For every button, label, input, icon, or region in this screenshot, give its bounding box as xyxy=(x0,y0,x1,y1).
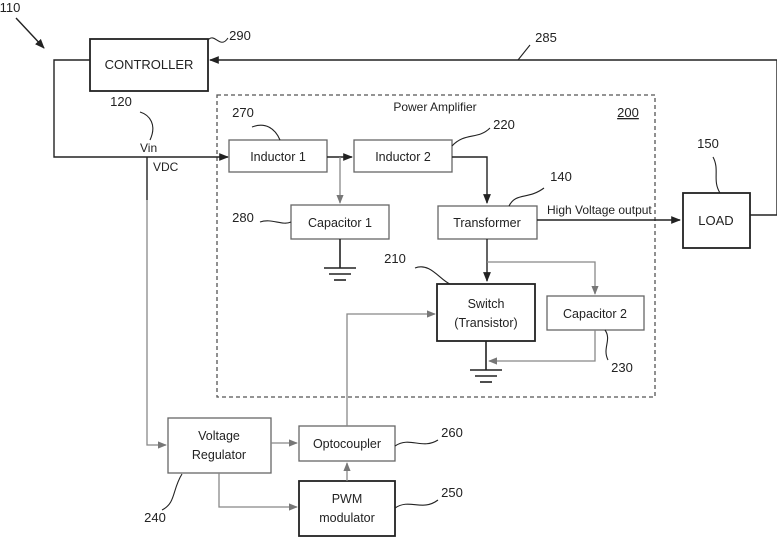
ref-285: 285 xyxy=(535,30,557,45)
voltage-regulator-label-line1: Voltage xyxy=(198,429,240,443)
optocoupler-label: Optocoupler xyxy=(313,437,381,451)
ref-285-leader xyxy=(517,44,531,61)
inductor1-label: Inductor 1 xyxy=(250,150,306,164)
ground-2-icon xyxy=(470,341,502,383)
power-amplifier-label: Power Amplifier xyxy=(393,100,476,114)
high-voltage-output-label: High Voltage output xyxy=(547,203,652,217)
ref-110-arrow xyxy=(15,17,45,49)
transformer-block xyxy=(437,205,538,240)
ref-150-leader xyxy=(712,156,721,194)
ref-280: 280 xyxy=(232,210,254,225)
ref-270: 270 xyxy=(232,105,254,120)
capacitor2-label: Capacitor 2 xyxy=(563,307,627,321)
voltage-regulator-label-line2: Regulator xyxy=(192,448,246,462)
ref-210: 210 xyxy=(384,251,406,266)
ref-290-leader xyxy=(207,37,229,43)
capacitor2-block xyxy=(546,295,645,331)
ref-120-leader xyxy=(139,111,154,141)
ref-250: 250 xyxy=(441,485,463,500)
feedback-line xyxy=(209,56,777,216)
transformer-label: Transformer xyxy=(453,216,521,230)
switch-label-line1: Switch xyxy=(468,297,505,311)
transformer-to-capacitor2-wire xyxy=(487,261,599,295)
voltage-regulator-block xyxy=(167,417,272,474)
controller-label: CONTROLLER xyxy=(105,57,194,72)
pwm-modulator-label-line2: modulator xyxy=(319,511,375,525)
inductor1-block xyxy=(228,139,328,173)
controller-to-vin-wire xyxy=(53,59,147,158)
capacitor1-label: Capacitor 1 xyxy=(308,216,372,230)
inductor2-to-transformer-wire xyxy=(452,156,491,204)
optocoupler-to-switch-wire xyxy=(346,310,436,426)
ref-110: 110 xyxy=(0,0,20,15)
switch-label-line2: (Transistor) xyxy=(454,316,517,330)
ref-150: 150 xyxy=(697,136,719,151)
ref-230-leader xyxy=(604,329,609,361)
inductor2-label: Inductor 2 xyxy=(375,150,431,164)
load-block xyxy=(682,192,751,249)
inductor2-block xyxy=(353,139,453,173)
regulator-to-pwm-wire xyxy=(218,473,298,511)
ref-260-leader xyxy=(394,439,439,447)
ref-210-leader xyxy=(414,266,451,285)
switch-block xyxy=(436,283,536,342)
ref-140: 140 xyxy=(550,169,572,184)
capacitor2-to-ground-wire xyxy=(488,330,596,365)
ref-120: 120 xyxy=(110,94,132,109)
ref-200: 200 xyxy=(617,105,639,120)
ground-1-icon xyxy=(324,239,356,281)
power-amplifier-boundary xyxy=(216,94,656,398)
load-label: LOAD xyxy=(698,213,733,228)
ref-220: 220 xyxy=(493,117,515,132)
ref-270-leader xyxy=(251,124,281,141)
ref-280-leader xyxy=(259,220,292,224)
vin-label: Vin xyxy=(140,141,157,155)
pwm-modulator-label-line1: PWM xyxy=(332,492,363,506)
ref-240-leader xyxy=(161,473,183,511)
ref-250-leader xyxy=(394,499,439,509)
controller-block xyxy=(89,38,209,92)
optocoupler-block xyxy=(298,425,396,462)
pwm-modulator-block xyxy=(298,480,396,537)
ref-220-leader xyxy=(451,127,491,147)
vdc-to-regulator-wire xyxy=(146,200,167,449)
ref-290: 290 xyxy=(229,28,251,43)
ref-260: 260 xyxy=(441,425,463,440)
ref-230: 230 xyxy=(611,360,633,375)
ref-240: 240 xyxy=(144,510,166,525)
ref-140-leader xyxy=(508,187,545,207)
vdc-label: VDC xyxy=(153,160,179,174)
